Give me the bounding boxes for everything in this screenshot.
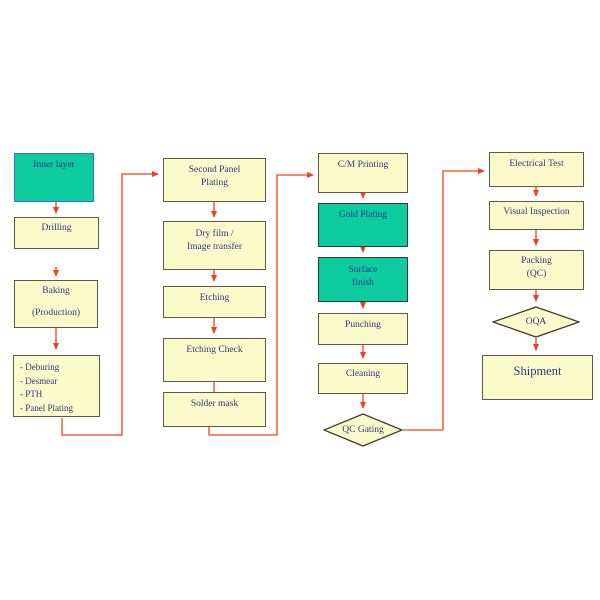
node-label: Drilling [41,223,72,233]
node-dry-film-image-transfer: Dry film / Image transfer [163,221,266,270]
node-cm-printing: C/M Printing [318,153,408,193]
diamond-shape [323,413,403,447]
node-label: Punching [345,320,381,330]
node-label-line2: Image transfer [186,242,243,252]
node-etching-check: Etching Check [163,338,266,382]
node-surface-finish: Surface finish [318,257,408,302]
node-label-line2: Plating [201,178,228,188]
node-gold-plating: Gold Plating [318,203,408,247]
node-label-line2: (Production) [31,308,81,318]
node-oqa: OQA [492,306,580,338]
node-label-line1: Surface [348,265,378,275]
connector-solder-mask-to-cm-printing [208,172,314,436]
node-label-line4: - Panel Plating [20,402,73,413]
node-drilling: Drilling [14,217,99,249]
node-visual-inspection: Visual Inspection [489,201,584,230]
node-label-line1: Second Panel [188,165,241,175]
node-inner-layer: Inner layer [14,153,94,202]
connector-qc-gating-to-electrical-test [403,168,485,431]
node-label: QC Gating [342,425,384,435]
node-label: Etching Check [186,345,243,355]
node-solder-mask: Solder mask [163,392,266,427]
node-punching: Punching [318,313,408,345]
node-label-line1: - Deburing [20,362,60,372]
node-electrical-test: Electrical Test [489,152,584,187]
node-label-line1: Baking [42,286,70,296]
node-shipment: Shipment [482,355,593,400]
node-label: Inner layer [33,160,75,170]
node-label: Shipment [513,364,562,378]
node-label-line2: - Desmear [20,375,58,386]
node-label: Visual Inspection [503,207,570,217]
node-label-line2: finish [352,278,374,288]
node-label: Etching [199,293,230,303]
node-second-panel-plating: Second Panel Plating [163,158,266,202]
node-label-line1: Dry film / [195,229,234,239]
node-label: Solder mask [190,399,239,409]
node-packing-qc: Packing (QC) [489,250,584,290]
node-label-line3: - PTH [20,389,43,399]
node-label: Gold Plating [338,210,388,220]
node-label-line2: (QC) [526,269,547,279]
node-baking: Baking (Production) [14,280,98,328]
diamond-shape [492,306,580,338]
node-label: Electrical Test [509,159,564,169]
node-etching: Etching [163,286,266,318]
node-label: OQA [525,317,547,327]
node-qc-gating: QC Gating [323,413,403,447]
node-cleaning: Cleaning [318,363,408,394]
node-label: C/M Printing [337,160,389,170]
node-label: Cleaning [345,369,381,379]
connector-pretreatment-to-second-panel [61,171,159,436]
node-label-line1: Packing [521,256,552,266]
node-pretreatment: - Deburing - Desmear - PTH - Panel Plati… [13,355,100,417]
